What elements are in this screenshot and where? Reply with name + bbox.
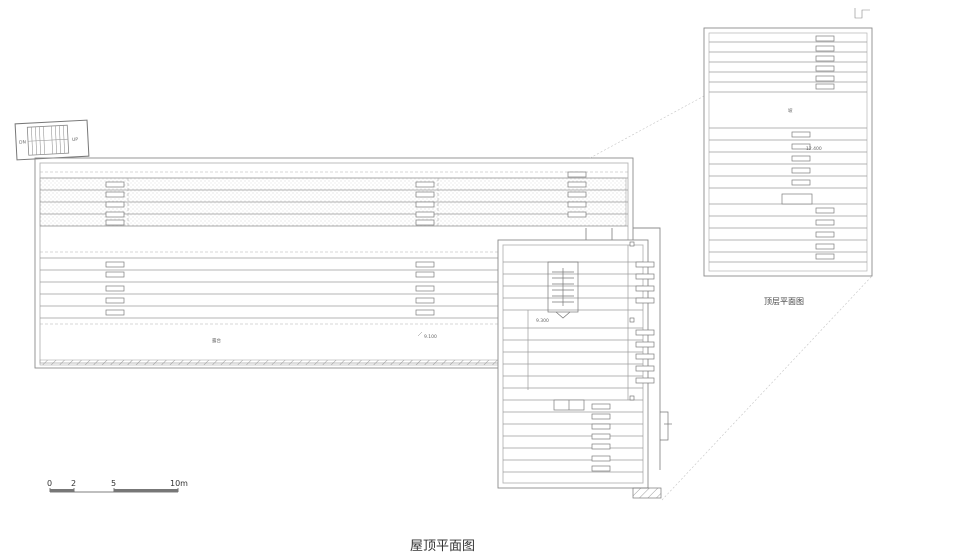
dashed-lines [40,171,628,325]
stair-mark-dn: DN [19,139,26,145]
inset-top-floor-plan: 坡 12.400 [703,8,873,277]
terrace-label: 露台 [212,337,221,344]
scale-tick-10m: 10m [170,479,188,488]
stair-block-topleft: DN UP [14,119,90,161]
column-marks [629,241,635,401]
roof-lines [40,177,628,319]
corner-detail [632,411,672,499]
inset-title: 顶层平面图 [764,297,804,306]
parapet-hatch [39,359,499,366]
vent-stacks-right [553,261,655,472]
scale-tick-2: 2 [71,479,76,488]
scale-tick-0: 0 [47,479,52,488]
stair-mark-up: UP [72,137,79,143]
level-main: 9.100 [424,334,437,340]
projection-lines [589,95,873,501]
inset-mark: 坡 [788,107,793,114]
right-wing-lines [503,245,643,473]
vent-stacks-main [105,171,587,316]
scale-bar: 0 2 5 10m [47,479,188,493]
level-inset: 12.400 [806,146,822,152]
main-title: 屋顶平面图 [410,539,475,554]
scale-tick-5: 5 [111,479,116,488]
level-stair: 9.300 [536,318,549,324]
central-stair [547,261,579,319]
